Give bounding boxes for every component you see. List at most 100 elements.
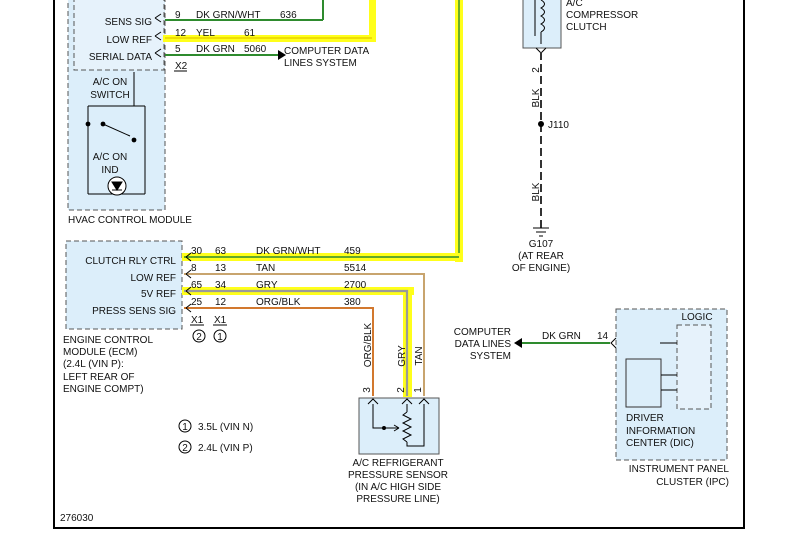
sensor-pin: 2: [396, 387, 407, 393]
potentiometer-icon: [401, 411, 413, 443]
wire-orgblk-380: [184, 307, 374, 396]
hvac-internal-wiring: [87, 72, 146, 195]
arrow-to-data-lines-icon: [278, 50, 286, 60]
legend-mark: 2: [182, 443, 188, 454]
diagram-frame: [53, 0, 745, 529]
dic-label-2: INFORMATION: [626, 426, 695, 437]
ground-symbol-icon: [533, 227, 549, 237]
splice-label: J110: [548, 120, 569, 131]
ipc-data-dest-1: COMPUTER: [454, 327, 511, 338]
ecm-pin-low-ref: LOW REF: [130, 273, 176, 284]
ecm-wire-circuit: 2700: [344, 280, 367, 291]
clutch-coil-icon: [539, 0, 545, 33]
hvac-wire-color: DK GRN: [196, 44, 235, 55]
sensor-internal-wiring: [372, 404, 425, 447]
hvac-pin-serial-data: SERIAL DATA: [89, 52, 152, 63]
sensor-label-1: A/C REFRIGERANT: [352, 458, 443, 469]
hvac-wire-circuit: 61: [244, 28, 256, 39]
dic-label-3: CENTER (DIC): [626, 438, 694, 449]
ac-on-switch-label-2: SWITCH: [90, 90, 129, 101]
splice-j110: [538, 121, 544, 127]
compressor-pin: 2: [531, 67, 542, 73]
ecm-wire-pin-a: 8: [191, 263, 197, 274]
switch-contact: [85, 121, 91, 127]
sensor-pin: 1: [413, 387, 424, 393]
hvac-wire-pin: 5: [175, 44, 181, 55]
ecm-wire-color: TAN: [256, 263, 275, 274]
led-diode-icon: [111, 181, 123, 191]
sensor-wire-label-tan: TAN: [414, 346, 425, 365]
ground-location-1: (AT REAR: [518, 251, 564, 262]
legend-mark: 1: [182, 422, 188, 433]
ecm-pin-press-sens-sig: PRESS SENS SIG: [92, 306, 176, 317]
ipc-title-2: CLUSTER (IPC): [656, 477, 729, 488]
ecm-pin-5v-ref: 5V REF: [141, 289, 176, 300]
sensor-pin-arrows: [367, 398, 430, 405]
pressure-sensor-box: [358, 397, 440, 455]
ecm-wire-color: DK GRN/WHT: [256, 246, 320, 257]
hvac-wire-color: DK GRN/WHT: [196, 10, 260, 21]
ecm-title-4: LEFT REAR OF: [63, 372, 135, 383]
ecm-wire-pin-b: 34: [215, 280, 227, 291]
ecm-box: [65, 240, 183, 330]
hvac-wire-color: YEL: [196, 28, 215, 39]
legend-mark-icon: [178, 440, 192, 454]
dic-label-1: DRIVER: [626, 413, 664, 424]
ecm-pin-arrow: [185, 303, 192, 313]
hvac-wire-circuit: 5060: [244, 44, 267, 55]
ecm-wire-circuit: 459: [344, 246, 361, 257]
ecm-wire-pin-b: 63: [215, 246, 227, 257]
legend-text: 3.5L (VIN N): [198, 422, 253, 433]
ecm-connector-id: X1: [191, 315, 204, 326]
compressor-wire-color: BLK: [531, 88, 542, 107]
switch-contact: [131, 137, 137, 143]
ecm-wire-circuit: 5514: [344, 263, 367, 274]
ecm-title-1: ENGINE CONTROL: [63, 335, 153, 346]
ecm-pin-clutch-rly-ctrl: CLUTCH RLY CTRL: [85, 256, 176, 267]
ecm-pin-arrow: [185, 269, 192, 279]
ipc-data-dest-2: DATA LINES: [455, 339, 512, 350]
ecm-wire-pin-a: 65: [191, 280, 203, 291]
compressor-wire-color-2: BLK: [531, 182, 542, 201]
ipc-data-dest-3: SYSTEM: [470, 351, 511, 362]
ecm-connector-id: X1: [214, 315, 227, 326]
variant-mark-icon: [192, 329, 206, 343]
ecm-wire-pin-a: 25: [191, 297, 203, 308]
compressor-clutch-box: [522, 0, 562, 49]
legend-mark-icon: [178, 419, 192, 433]
ac-on-switch-label-1: A/C ON: [93, 77, 127, 88]
ecm-title-5: ENGINE COMPT): [63, 384, 144, 395]
legend-text: 2.4L (VIN P): [198, 443, 253, 454]
hvac-module-title: HVAC CONTROL MODULE: [68, 215, 192, 226]
compressor-label-2: COMPRESSOR: [566, 10, 638, 21]
sensor-node: [382, 426, 386, 430]
ecm-wire-circuit: 380: [344, 297, 361, 308]
ecm-wire-color: GRY: [256, 280, 278, 291]
sensor-wire-label-gry: GRY: [397, 345, 408, 367]
hvac-wire-pin: 12: [175, 28, 187, 39]
hvac-pin-arrow: [154, 13, 162, 23]
switch-blade: [102, 123, 131, 137]
hvac-data-dest-1: COMPUTER DATA: [284, 46, 370, 57]
ecm-pin-arrow: [185, 252, 192, 262]
compressor-label-1: A/C: [566, 0, 583, 9]
hvac-wire-pin: 9: [175, 10, 181, 21]
ecm-title-3: (2.4L (VIN P):: [63, 359, 124, 370]
ac-on-ind-label-1: A/C ON: [93, 152, 127, 163]
hvac-connector-id: X2: [175, 61, 188, 72]
arrow-to-data-lines-icon: [514, 338, 522, 348]
ipc-pin: 14: [597, 331, 609, 342]
sensor-label-3: (IN A/C HIGH SIDE: [355, 482, 441, 493]
wiper-arrow-icon: [384, 424, 400, 432]
ipc-logic-box: [676, 324, 712, 410]
ecm-wire-pin-b: 12: [215, 297, 227, 308]
sensor-wire-label-orgblk: ORG/BLK: [363, 322, 374, 367]
ipc-wire-color: DK GRN: [542, 331, 581, 342]
ground-location-2: OF ENGINE): [512, 263, 570, 274]
wire-gry-2700: [184, 289, 409, 396]
hvac-data-dest-2: LINES SYSTEM: [284, 58, 357, 69]
hvac-wire-circuit: 636: [280, 10, 297, 21]
ecm-wire-pin-b: 13: [215, 263, 227, 274]
